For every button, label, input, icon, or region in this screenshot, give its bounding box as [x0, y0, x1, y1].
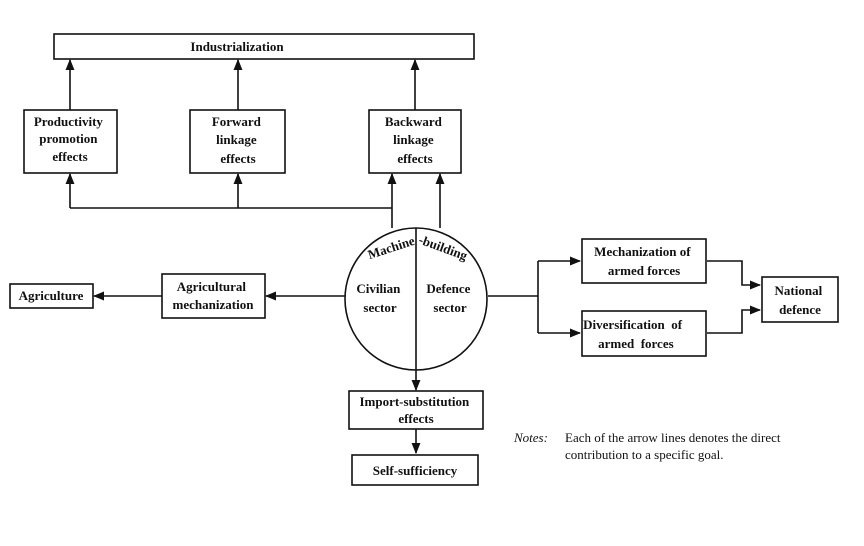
node-backward-linkage-label: Backward linkage effects [385, 114, 445, 166]
node-diversification-armed-forces: Diversification of armed forces [581, 310, 707, 357]
notes: Notes: Each of the arrow lines denotes t… [513, 430, 784, 462]
node-agricultural-mechanization-label: Agricultural mechanization [173, 279, 255, 312]
node-agriculture: Agriculture [9, 283, 94, 309]
node-national-defence: National defence [761, 276, 839, 323]
node-national-defence-label: National defence [775, 283, 826, 317]
node-import-substitution: Import-substitution effects [348, 390, 484, 430]
notes-text: Each of the arrow lines denotes the dire… [565, 430, 784, 462]
node-forward-linkage: Forward linkage effects [189, 109, 286, 174]
node-productivity: Productivity promotion effects [23, 109, 118, 174]
node-machine-building: Machine -building Civilian sector Defenc… [344, 227, 488, 371]
node-mechanization-armed-forces-label: Mechanization of armed forces [594, 244, 694, 278]
node-defence-sector-label: Defence sector [426, 281, 473, 315]
node-agricultural-mechanization: Agricultural mechanization [161, 273, 266, 319]
node-forward-linkage-label: Forward linkage effects [212, 114, 264, 166]
node-self-sufficiency: Self-sufficiency [351, 454, 479, 486]
arrow-div-armed-to-defence [707, 305, 762, 334]
node-industrialization: Industrialization [53, 33, 475, 60]
node-industrialization-label: Industrialization [190, 39, 284, 54]
node-agriculture-label: Agriculture [19, 288, 84, 303]
node-civilian-sector-label: Civilian sector [356, 281, 403, 315]
arrow-mech-armed-to-defence [707, 260, 762, 290]
node-diversification-armed-forces-label: Diversification of armed forces [583, 317, 683, 351]
notes-label: Notes: [513, 430, 548, 445]
node-mechanization-armed-forces: Mechanization of armed forces [581, 238, 707, 284]
node-self-sufficiency-label: Self-sufficiency [373, 463, 458, 478]
node-productivity-label: Productivity promotion effects [34, 114, 106, 164]
node-backward-linkage: Backward linkage effects [368, 109, 462, 174]
node-import-substitution-label: Import-substitution effects [359, 394, 472, 426]
connectors [65, 58, 762, 455]
